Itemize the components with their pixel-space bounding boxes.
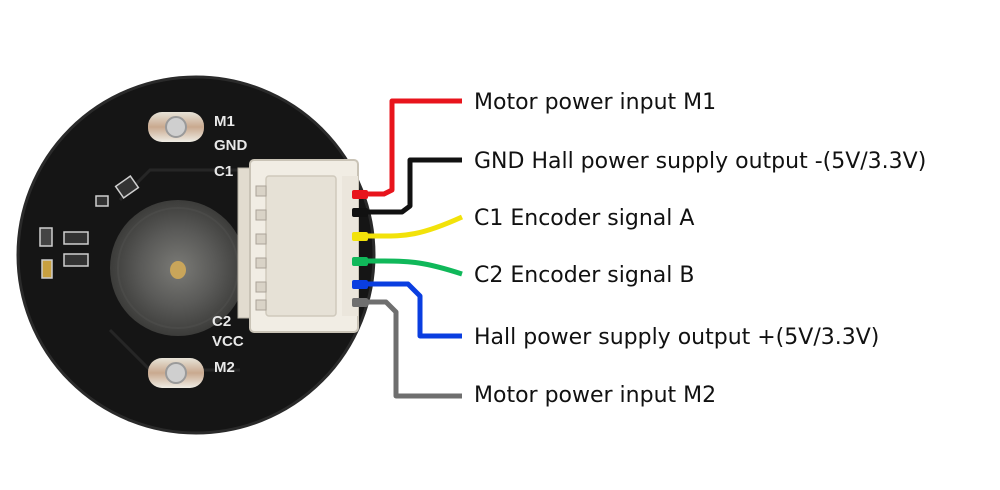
wire-motor-m1: Motor power input M1 bbox=[358, 90, 716, 197]
wire-vcc-line bbox=[358, 281, 462, 339]
connector-pins bbox=[255, 185, 267, 311]
wire-stub-m2 bbox=[352, 298, 368, 307]
pad-m1 bbox=[148, 112, 204, 142]
wire-c2-line bbox=[358, 258, 463, 277]
six-pin-connector bbox=[237, 159, 359, 333]
shaft-icon bbox=[170, 261, 186, 279]
wire-vcc: Hall power supply output +(5V/3.3V) bbox=[358, 281, 879, 350]
wire-c2: C2 Encoder signal B bbox=[358, 258, 694, 288]
wire-motor-m1-line bbox=[358, 98, 462, 197]
pin-label-gnd: GND bbox=[214, 137, 248, 154]
pin-label-m1: M1 bbox=[214, 113, 235, 130]
wire-stub-c1 bbox=[352, 232, 368, 241]
encoder-board: M1 GND C1 C2 VCC M2 bbox=[16, 75, 376, 435]
wire-label-c2: C2 Encoder signal B bbox=[474, 263, 694, 288]
wire-label-motor-m1: Motor power input M1 bbox=[474, 90, 716, 115]
wire-gnd-line bbox=[358, 157, 462, 215]
wire-label-c1: C1 Encoder signal A bbox=[474, 206, 694, 231]
wire-label-motor-m2: Motor power input M2 bbox=[474, 383, 716, 408]
wire-motor-m2: Motor power input M2 bbox=[358, 299, 716, 408]
wire-c1-line bbox=[358, 214, 464, 239]
pad-m2 bbox=[148, 358, 204, 388]
wire-stub-c2 bbox=[352, 257, 368, 266]
wire-stub-vcc bbox=[352, 280, 368, 289]
pcb-rim bbox=[16, 75, 376, 435]
wire-motor-m2-line bbox=[358, 299, 462, 399]
wire-group: Motor power input M1 GND Hall power supp… bbox=[352, 90, 926, 408]
wire-gnd: GND Hall power supply output -(5V/3.3V) bbox=[358, 149, 926, 215]
wire-label-vcc: Hall power supply output +(5V/3.3V) bbox=[474, 325, 879, 350]
pin-label-vcc: VCC bbox=[212, 333, 244, 350]
pin-label-c1: C1 bbox=[214, 163, 233, 180]
pin-label-m2: M2 bbox=[214, 359, 235, 376]
pin-label-c2: C2 bbox=[212, 313, 231, 330]
wire-c1: C1 Encoder signal A bbox=[358, 206, 694, 239]
wire-stub-m1 bbox=[352, 190, 368, 199]
smd-components bbox=[39, 175, 140, 279]
wire-label-gnd: GND Hall power supply output -(5V/3.3V) bbox=[474, 149, 926, 174]
wire-stub-gnd bbox=[352, 208, 368, 217]
wire-stubs bbox=[352, 190, 368, 307]
